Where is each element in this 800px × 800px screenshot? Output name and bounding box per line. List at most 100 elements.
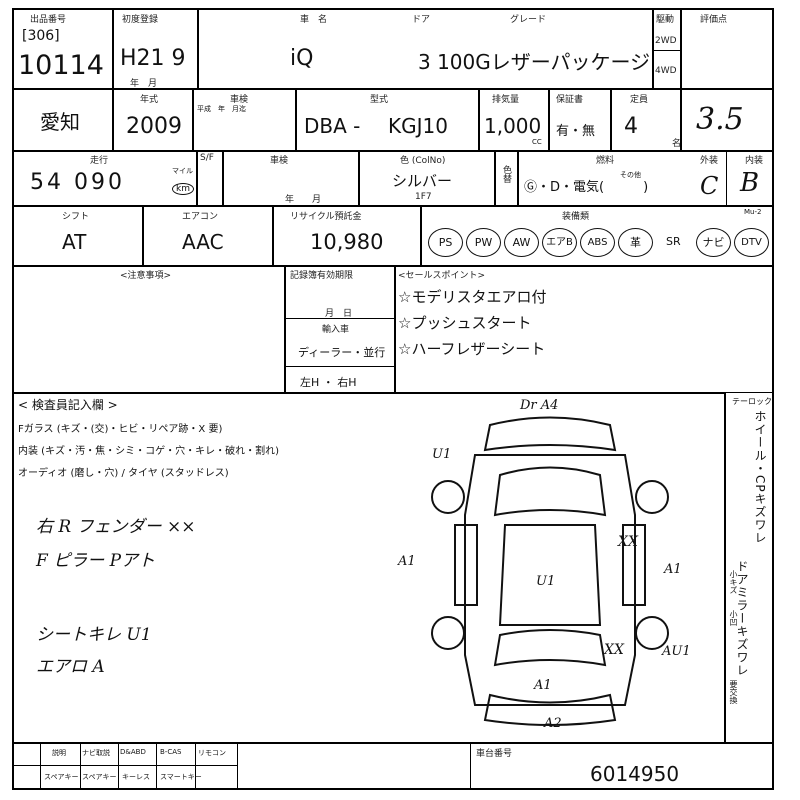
h-right-panel bbox=[724, 392, 774, 393]
shift: AT bbox=[62, 230, 87, 254]
footer-v3 bbox=[40, 742, 41, 788]
inspection-label: 車検 bbox=[230, 95, 249, 105]
shift-label: シフト bbox=[62, 212, 90, 222]
ac: AAC bbox=[182, 230, 224, 254]
notes-label: <注意事項> bbox=[120, 271, 172, 281]
displacement-unit: CC bbox=[532, 138, 542, 146]
v18 bbox=[272, 205, 274, 265]
color-code: 1F7 bbox=[415, 192, 432, 202]
equip-sr: SR bbox=[666, 235, 681, 248]
handwritten-1: 右 R フェンダー ×× bbox=[36, 517, 196, 537]
frame-right bbox=[772, 8, 774, 790]
grade: 3 100Gレザーパッケージ bbox=[418, 50, 651, 74]
v10 bbox=[610, 88, 612, 150]
row-line-3 bbox=[12, 205, 774, 207]
exterior: C bbox=[700, 172, 719, 200]
vehicle-label: 車検 bbox=[270, 156, 289, 166]
footer-v7 bbox=[195, 742, 196, 788]
color-label: 色 (ColNo) bbox=[400, 156, 446, 166]
handwritten-3: シートキレ U1 bbox=[36, 625, 152, 645]
v3 bbox=[652, 8, 654, 88]
expiry-unit: 月 日 bbox=[325, 309, 353, 319]
handwritten-4: エアロ A bbox=[36, 657, 105, 677]
inspector-audio: オーディオ (磨し・穴) / タイヤ (スタッドレス) bbox=[18, 468, 229, 479]
dealer: ディーラー・並行 bbox=[298, 346, 386, 359]
h-import bbox=[284, 366, 394, 367]
car-name-label: 車 名 bbox=[300, 15, 328, 25]
row-line-5 bbox=[12, 392, 724, 394]
displacement: 1,000 bbox=[484, 114, 542, 138]
inspector-interior: 内装 (キズ・汚・焦・シミ・コゲ・穴・キレ・破れ・割れ) bbox=[18, 446, 279, 457]
footer-bottom-3: キーレス bbox=[122, 773, 150, 781]
first-reg: H21 9 bbox=[120, 46, 186, 71]
footer-bottom-4: スマートキー bbox=[160, 773, 202, 781]
displacement-label: 排気量 bbox=[492, 95, 520, 105]
row-line-6 bbox=[12, 742, 774, 744]
warranty: 有・無 bbox=[556, 124, 596, 139]
equip-abs: ABS bbox=[580, 228, 615, 257]
first-reg-unit: 年 月 bbox=[130, 79, 158, 89]
region: 愛知 bbox=[40, 110, 80, 134]
capacity-label: 定員 bbox=[630, 95, 649, 105]
right-vertical-2: ドアミラーキズワレ bbox=[735, 560, 749, 677]
fuel-other: その他 bbox=[620, 171, 641, 179]
footer-v2 bbox=[470, 742, 471, 788]
color: シルバー bbox=[392, 172, 453, 190]
interior-label: 内装 bbox=[745, 156, 764, 166]
equip-dtv: DTV bbox=[734, 228, 769, 257]
equip-airbag: エアB bbox=[542, 228, 577, 257]
drive-split bbox=[652, 50, 682, 51]
mark-a2: A2 bbox=[544, 716, 562, 731]
v-right-panel bbox=[724, 392, 726, 742]
first-reg-label: 初度登録 bbox=[122, 15, 159, 25]
v2 bbox=[197, 8, 199, 88]
mark-xx-right: XX bbox=[618, 534, 638, 550]
lot-number: 10114 bbox=[18, 50, 104, 81]
footer-bottom-2: スペアキー bbox=[82, 773, 117, 781]
model-prefix: DBA - bbox=[304, 114, 361, 138]
mark-au1: AU1 bbox=[662, 644, 691, 659]
right-small-1: 小キズ bbox=[729, 570, 738, 594]
inspector-title: < 検査員記入欄 > bbox=[18, 398, 118, 412]
ac-label: エアコン bbox=[182, 212, 219, 222]
mark-a1-right: A1 bbox=[664, 562, 682, 577]
sales-point-3: ☆ハーフレザーシート bbox=[398, 340, 546, 358]
footer-mid bbox=[12, 765, 237, 766]
vin-label: 車台番号 bbox=[476, 749, 513, 759]
mark-a1-left: A1 bbox=[398, 554, 416, 569]
grade-label: グレード bbox=[510, 15, 547, 25]
footer-v1 bbox=[237, 742, 238, 788]
footer-top-5: リモコン bbox=[198, 749, 226, 757]
vin: 6014950 bbox=[590, 762, 680, 786]
v6 bbox=[192, 88, 194, 150]
capacity-unit: 名 bbox=[672, 139, 682, 149]
score: 3.5 bbox=[696, 102, 744, 137]
v4 bbox=[680, 8, 682, 150]
mark-u1-center: U1 bbox=[536, 574, 556, 589]
import-label: 輸入車 bbox=[322, 325, 350, 335]
equip-leather: 革 bbox=[618, 228, 653, 257]
right-small-2: 小凹 bbox=[729, 610, 738, 626]
equipment-label: 装備類 bbox=[562, 212, 590, 222]
v12 bbox=[222, 150, 224, 205]
footer-top-4: B-CAS bbox=[160, 748, 182, 756]
row-line-1 bbox=[12, 88, 774, 90]
v16 bbox=[726, 150, 727, 205]
frame-bottom bbox=[12, 788, 774, 790]
car-name: iQ bbox=[290, 46, 314, 71]
mileage: 54 090 bbox=[30, 170, 125, 195]
recycle-label: リサイクル預託金 bbox=[290, 212, 362, 222]
mark-a1-rear: A1 bbox=[534, 678, 552, 693]
fuel-label: 燃料 bbox=[596, 156, 615, 166]
car-damage-diagram bbox=[431, 416, 669, 726]
sales-point-2: ☆プッシュスタート bbox=[398, 314, 532, 332]
year-label: 年式 bbox=[140, 95, 159, 105]
capacity: 4 bbox=[624, 114, 638, 139]
v11 bbox=[196, 150, 198, 205]
year: 2009 bbox=[126, 114, 182, 139]
v9 bbox=[548, 88, 550, 150]
sales-point-1: ☆モデリスタエアロ付 bbox=[398, 288, 547, 306]
mileage-unit-km: km bbox=[172, 183, 194, 195]
right-vertical-1: ホイール・CPキズワレ bbox=[753, 410, 767, 545]
